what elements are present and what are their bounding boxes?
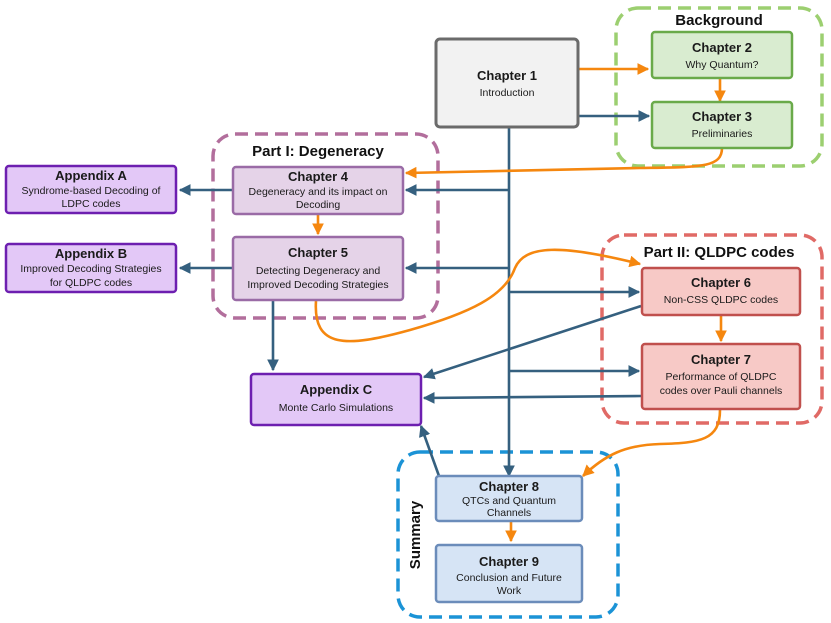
node-ch3-title: Chapter 3 [692,109,752,124]
node-appB-title: Appendix B [55,246,127,261]
node-ch9-title: Chapter 9 [479,554,539,569]
node-appA-title: Appendix A [55,168,127,183]
node-ch1-box [434,37,580,129]
node-ch5-title: Chapter 5 [288,245,348,260]
node-appB-line1: Improved Decoding Strategies [20,263,161,275]
node-ch4-line2: Decoding [296,199,341,211]
node-appA-line2: LDPC codes [62,198,121,210]
node-ch3[interactable]: Chapter 3 Preliminaries [650,100,794,150]
node-ch7-line1: Performance of QLDPC [666,371,777,383]
group-background: Background [614,6,824,168]
group-part1: Part I: Degeneracy [211,132,440,320]
node-appC-line: Monte Carlo Simulations [279,402,393,414]
group-summary-title: Summary [407,500,424,569]
node-ch8[interactable]: Chapter 8 QTCs and Quantum Channels [434,474,584,523]
node-appC[interactable]: Appendix C Monte Carlo Simulations [249,372,423,427]
arrow-ch8-to-appC [419,424,441,477]
node-ch9[interactable]: Chapter 9 Conclusion and Future Work [434,543,584,604]
group-background-title: Background [675,12,763,29]
node-ch4-line1: Degeneracy and its impact on [249,186,388,198]
node-ch1[interactable]: Chapter 1 Introduction [434,37,580,129]
node-ch7-line2: codes over Pauli channels [660,385,783,397]
node-ch9-line2: Work [497,585,522,597]
node-ch6-title: Chapter 6 [691,275,751,290]
arrow-ch6-to-appC [422,304,642,380]
node-appA-line1: Syndrome-based Decoding of [22,185,161,197]
arrow-ch5-to-ch6 [314,248,642,343]
group-part2: Part II: QLDPC codes [600,233,824,425]
node-appB[interactable]: Appendix B Improved Decoding Strategies … [4,242,178,294]
node-ch2[interactable]: Chapter 2 Why Quantum? [650,30,794,80]
arrows-blue [178,110,651,478]
node-ch3-line: Preliminaries [692,128,753,140]
node-ch9-line1: Conclusion and Future [456,572,562,584]
group-part2-title: Part II: QLDPC codes [644,244,795,261]
node-ch6-line: Non-CSS QLDPC codes [664,294,778,306]
node-ch2-line: Why Quantum? [686,59,759,71]
node-ch7[interactable]: Chapter 7 Performance of QLDPC codes ove… [640,342,802,411]
node-ch4[interactable]: Chapter 4 Degeneracy and its impact on D… [231,165,405,216]
arrow-ch7-to-ch8 [582,409,722,477]
group-part1-title: Part I: Degeneracy [252,143,384,160]
node-ch8-line2: Channels [487,507,531,519]
arrow-ch3-to-ch4 [404,147,724,179]
node-ch8-line1: QTCs and Quantum [462,495,556,507]
node-ch5-line1: Detecting Degeneracy and [256,265,380,277]
node-ch2-title: Chapter 2 [692,40,752,55]
node-ch5[interactable]: Chapter 5 Detecting Degeneracy and Impro… [231,235,405,302]
node-ch6[interactable]: Chapter 6 Non-CSS QLDPC codes [640,266,802,317]
node-ch4-title: Chapter 4 [288,169,349,184]
arrow-ch7-to-appC [422,392,642,404]
node-ch7-title: Chapter 7 [691,352,751,367]
node-appB-line2: for QLDPC codes [50,277,132,289]
arrows-orange [312,63,727,543]
node-ch1-title: Chapter 1 [477,68,537,83]
node-appC-title: Appendix C [300,382,373,397]
node-appA[interactable]: Appendix A Syndrome-based Decoding of LD… [4,164,178,215]
node-ch5-line2: Improved Decoding Strategies [247,279,388,291]
node-ch1-line: Introduction [480,87,535,99]
node-ch8-title: Chapter 8 [479,479,539,494]
